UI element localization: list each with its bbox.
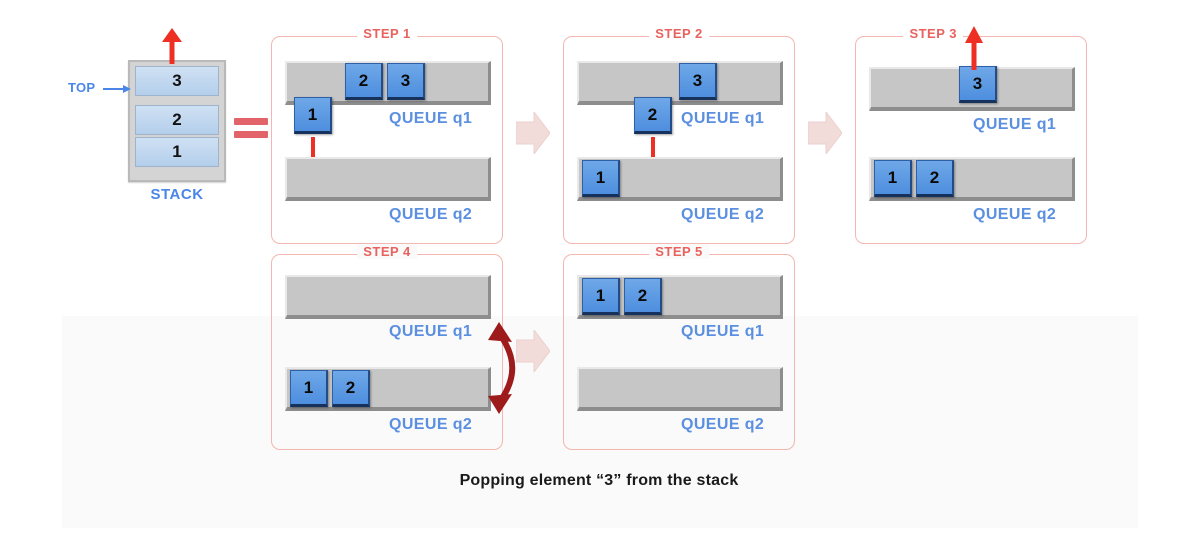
stack-cell-top: 3 [135,66,219,96]
panel-title-step-3: STEP 3 [903,26,963,41]
step2-q1-element-0: 3 [679,63,717,100]
step4-q2-element-0: 1 [290,370,328,407]
step5-queue-q2 [577,367,783,411]
panel-title-step-4: STEP 4 [357,244,417,259]
step3-q2-label: QUEUE q2 [973,206,1057,223]
step4-q2-label: QUEUE q2 [389,416,473,433]
top-pointer-arrow-icon [103,85,131,93]
step1-queue-q2 [285,157,491,201]
step2-q1-label: QUEUE q1 [681,110,765,127]
step4-queue-q1 [285,275,491,319]
equals-symbol [234,118,268,142]
step4-q1-label: QUEUE q1 [389,323,473,340]
stack-cell-middle: 2 [135,105,219,135]
step4-swap-arrow-icon [488,322,516,414]
panel-step-1: STEP 1 2 3 1 QUEUE q1 QUEUE q2 [271,26,503,244]
step2-moving-element: 2 [634,97,672,134]
stack-label: STACK [150,186,204,203]
panel-step-3: STEP 3 3 QUEUE q1 1 2 QUEUE q2 [855,26,1087,244]
panel-title-step-2: STEP 2 [649,26,709,41]
panel-step-5: STEP 5 1 2 QUEUE q1 QUEUE q2 [563,244,795,450]
top-pointer-label: TOP [68,80,96,95]
step1-q1-element-1: 3 [387,63,425,100]
step1-moving-element: 1 [294,97,332,134]
step1-q2-label: QUEUE q2 [389,206,473,223]
step4-q2-element-1: 2 [332,370,370,407]
background-band [62,316,1138,528]
panel-title-step-1: STEP 1 [357,26,417,41]
step5-q1-label: QUEUE q1 [681,323,765,340]
stack-cell-bottom: 1 [135,137,219,167]
stack-figure: 3 2 1 STACK [128,60,228,215]
stack-container: 3 2 1 [128,60,226,182]
step5-q1-element-0: 1 [582,278,620,315]
stack-pop-arrow-icon [162,28,182,64]
panel-title-step-5: STEP 5 [649,244,709,259]
step3-q2-element-1: 2 [916,160,954,197]
panel-step-4: STEP 4 QUEUE q1 1 2 QUEUE q2 [271,244,503,450]
step3-pop-arrow-icon [965,26,983,70]
step3-moving-element: 3 [959,66,997,103]
figure-caption: Popping element “3” from the stack [459,472,739,489]
step3-q2-element-0: 1 [874,160,912,197]
step2-q2-label: QUEUE q2 [681,206,765,223]
step5-q1-element-1: 2 [624,278,662,315]
flow-arrow-4-to-5-icon [516,330,550,372]
flow-arrow-1-to-2-icon [516,112,550,154]
panel-step-2: STEP 2 3 2 QUEUE q1 1 QUEUE q2 [563,26,795,244]
flow-arrow-2-to-3-icon [808,112,842,154]
step1-q1-label: QUEUE q1 [389,110,473,127]
step2-q2-element-0: 1 [582,160,620,197]
step1-q1-element-0: 2 [345,63,383,100]
step3-q1-label: QUEUE q1 [973,116,1057,133]
step5-q2-label: QUEUE q2 [681,416,765,433]
